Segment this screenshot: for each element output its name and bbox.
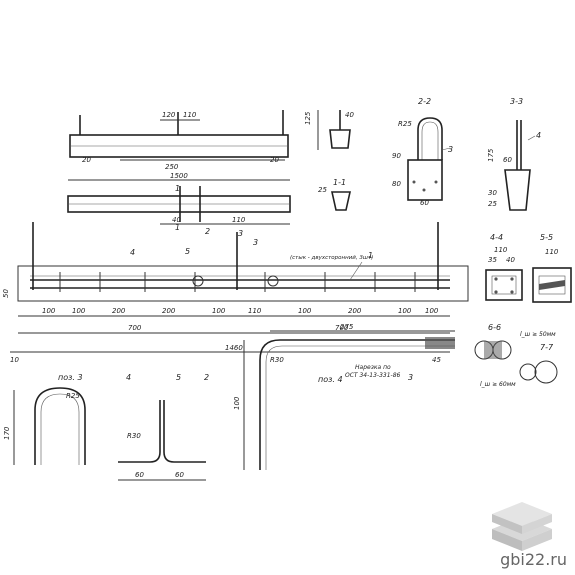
callout: 4	[536, 131, 541, 140]
section-title: 1-1	[333, 178, 346, 187]
dim-label: 40	[345, 111, 354, 119]
dim-label: 60	[135, 471, 144, 479]
dim-label: 30	[488, 189, 497, 197]
section-mark: 5	[176, 373, 181, 382]
part-poz-4: поз. 4 275 R30 100 Нарезка по ОСТ 34-13-…	[233, 323, 455, 470]
dim-label: 10	[10, 356, 19, 364]
section-mark: 1	[175, 223, 180, 232]
section-mark: 2	[205, 227, 210, 236]
dim-label: 50	[2, 289, 10, 298]
main-elevation: 4 5 3 (стык - двухсторонний, 3шт) 1 100 …	[2, 222, 469, 382]
dim-label: 100	[233, 396, 241, 410]
note: Нарезка по	[355, 364, 391, 371]
dim-label: 60	[503, 156, 512, 164]
dim-label: 35	[488, 256, 497, 264]
dim-label: 100	[398, 307, 412, 315]
part-label: поз. 3	[58, 373, 83, 382]
part-poz-5: R30 60 60	[118, 400, 206, 481]
dim-label: 1500	[170, 172, 188, 180]
dim-label: 100	[425, 307, 439, 315]
callout: 1	[368, 251, 373, 260]
dim-label: 20	[82, 156, 91, 164]
dim-label: 110	[183, 111, 197, 119]
dim-label: 20	[270, 156, 279, 164]
dim-label: 110	[248, 307, 262, 315]
section-5-5: 5-5 110	[532, 233, 572, 303]
dim-label: 200	[162, 307, 176, 315]
dim-label: 1460	[225, 344, 243, 352]
dim-label: 60	[420, 199, 429, 207]
dim-label: 100	[298, 307, 312, 315]
dim-label: R30	[270, 356, 284, 364]
dim-label: 700	[128, 324, 142, 332]
section-mark: 4	[126, 373, 131, 382]
dim-label: 110	[545, 248, 559, 256]
section-title: 3-3	[510, 97, 523, 106]
dim-label: 90	[392, 152, 401, 160]
dim-label: 200	[112, 307, 126, 315]
dim-label: 60	[175, 471, 184, 479]
dim-label: R25	[398, 120, 412, 128]
section-mark: 1	[175, 184, 180, 193]
brand-logo-icon	[492, 502, 552, 551]
section-mark: 2	[204, 373, 209, 382]
dim-label: 25	[318, 186, 327, 194]
dim-label: R30	[127, 432, 141, 440]
dim-label: 125	[304, 111, 312, 125]
callout: 3	[253, 238, 258, 247]
callout: 3	[448, 145, 453, 154]
section-title: 2-2	[418, 97, 431, 106]
brand-name: gbi22.ru	[500, 550, 567, 569]
dim-label: 100	[72, 307, 86, 315]
note: l_ш ≥ 50мм	[520, 331, 556, 338]
note: (стык - двухсторонний, 3шт)	[290, 255, 373, 261]
dim-label: R25	[66, 392, 80, 400]
dim-label: 120	[162, 111, 176, 119]
dim-label: 25	[488, 200, 497, 208]
part-label: поз. 4	[318, 375, 343, 384]
callout: 5	[185, 247, 190, 256]
section-title: 5-5	[540, 233, 553, 242]
dim-label: 275	[340, 323, 354, 331]
plan-view: 1 1 2 40 110 3	[67, 184, 291, 238]
weld-details: 6-6 l_ш ≥ 50мм 7-7 l_ш ≥ 60мм	[474, 323, 558, 388]
note: l_ш ≥ 60мм	[480, 381, 516, 388]
dim-label: 170	[3, 426, 11, 440]
dim-label: 175	[487, 148, 495, 162]
part-poz-3: поз. 3 R25 170	[3, 373, 86, 465]
dim-label: 700	[335, 324, 349, 332]
dim-label: 110	[494, 246, 508, 254]
top-elevation-view: 120 110 250 1500 20 20	[68, 110, 290, 181]
dim-label: 45	[432, 356, 441, 364]
dim-label: 100	[212, 307, 226, 315]
section-3-3: 3-3 4 175 60 30 25	[487, 97, 541, 211]
section-title: 7-7	[540, 343, 554, 352]
section-title: 4-4	[490, 233, 503, 242]
section-mark: 3	[238, 229, 243, 238]
side-view-small: 125 40 1-1 25	[304, 110, 354, 211]
section-title: 6-6	[488, 323, 501, 332]
dim-label: 200	[348, 307, 362, 315]
dim-label: 40	[506, 256, 515, 264]
dim-label: 110	[232, 216, 246, 224]
section-2-2: 2-2 R25 90 80 60 3	[392, 97, 453, 207]
dim-label: 40	[172, 216, 181, 224]
section-mark: 3	[408, 373, 413, 382]
note: ОСТ 34-13-331-86	[345, 372, 401, 379]
dim-label: 80	[392, 180, 401, 188]
dim-label: 100	[42, 307, 56, 315]
section-4-4: 4-4 110 35 40	[485, 233, 523, 301]
callout: 4	[130, 248, 135, 257]
dim-label: 250	[165, 163, 179, 171]
